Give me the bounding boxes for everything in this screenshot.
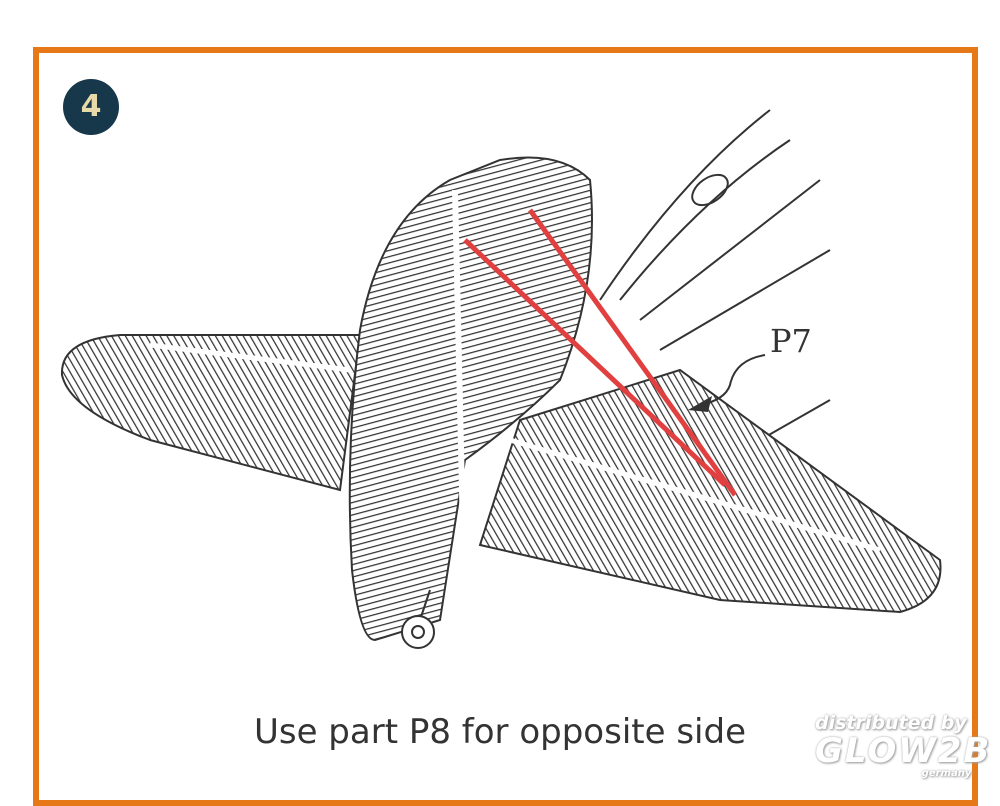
step-number-badge: 4 bbox=[63, 79, 119, 135]
instruction-caption: Use part P8 for opposite side bbox=[0, 712, 1000, 752]
watermark-line3: germany bbox=[921, 768, 972, 779]
watermark-line1: distributed by bbox=[815, 712, 967, 734]
step-frame bbox=[33, 47, 978, 806]
vertical-fin bbox=[348, 156, 593, 642]
p7-leader-arrow bbox=[699, 354, 766, 406]
part-label-p7: P7 bbox=[770, 322, 812, 360]
caption-text: Use part P8 for opposite side bbox=[253, 712, 746, 752]
right-stabilizer bbox=[478, 368, 942, 614]
tail-wheel bbox=[401, 589, 435, 649]
red-struts bbox=[463, 208, 738, 497]
fuselage bbox=[599, 109, 831, 441]
left-stabilizer bbox=[60, 334, 362, 492]
distributor-watermark: distributed by GLOW2B germany bbox=[815, 712, 991, 779]
watermark-logo: GLOW2B bbox=[815, 731, 992, 771]
